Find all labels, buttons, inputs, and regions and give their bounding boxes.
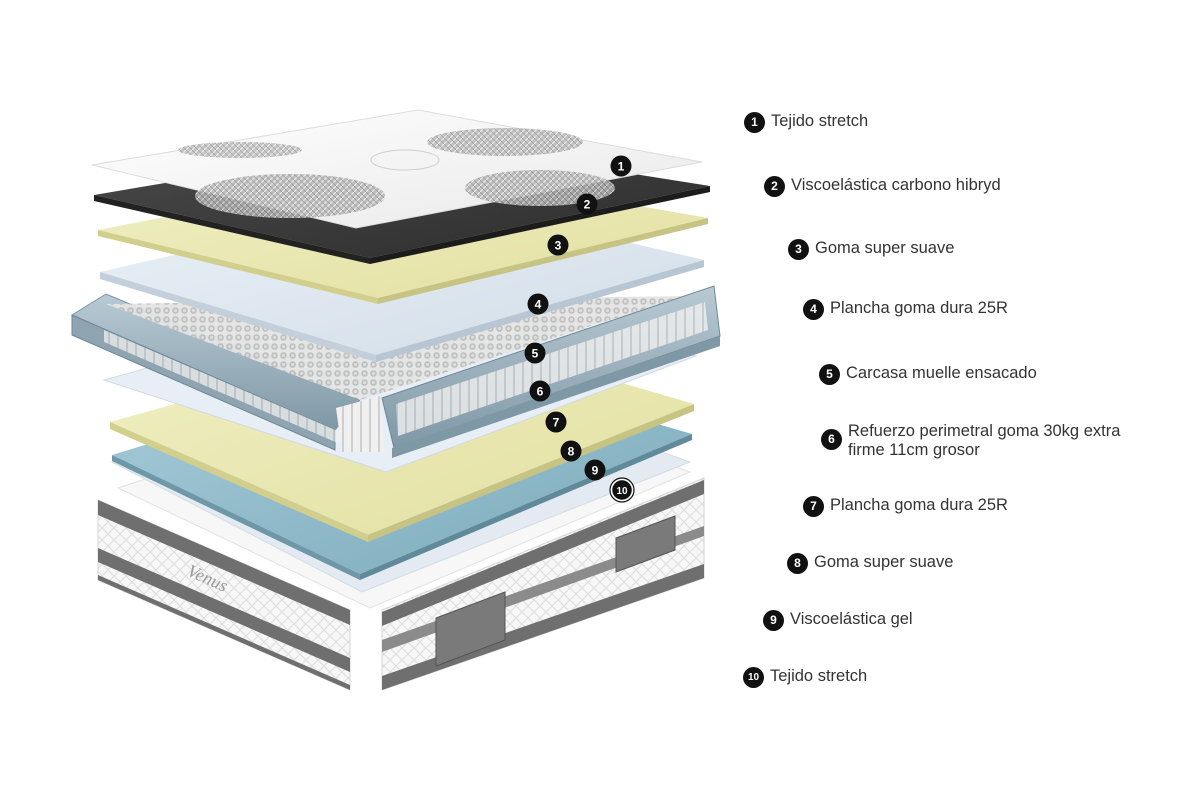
legend-label-8: Goma super suave bbox=[814, 553, 954, 571]
marker-8: 8 bbox=[560, 440, 582, 462]
legend-label-10: Tejido stretch bbox=[770, 667, 868, 685]
marker-5: 5 bbox=[524, 342, 546, 364]
legend-item-2: 2 Viscoelástica carbono hibryd bbox=[764, 176, 1001, 197]
marker-1: 1 bbox=[610, 155, 632, 177]
svg-text:7: 7 bbox=[553, 416, 560, 430]
svg-text:6: 6 bbox=[537, 385, 544, 399]
svg-text:4: 4 bbox=[535, 298, 542, 312]
legend-number-8: 8 bbox=[787, 553, 808, 574]
svg-text:5: 5 bbox=[532, 347, 539, 361]
svg-text:1: 1 bbox=[618, 160, 625, 174]
legend-item-10: 10 Tejido stretch bbox=[743, 667, 867, 688]
legend-label-6: Refuerzo perimetral goma 30kg extra firm… bbox=[848, 422, 1121, 459]
svg-text:8: 8 bbox=[568, 445, 575, 459]
legend-number-3: 3 bbox=[788, 239, 809, 260]
diagram-markers: 1 2 3 4 5 6 7 8 9 10 bbox=[524, 155, 635, 503]
legend-item-9: 9 Viscoelástica gel bbox=[763, 610, 913, 631]
legend-item-4: 4 Plancha goma dura 25R bbox=[803, 299, 1008, 320]
marker-7: 7 bbox=[545, 411, 567, 433]
legend-label-4: Plancha goma dura 25R bbox=[830, 299, 1008, 317]
legend-number-10: 10 bbox=[743, 667, 764, 688]
legend-item-7: 7 Plancha goma dura 25R bbox=[803, 496, 1008, 517]
svg-text:9: 9 bbox=[592, 464, 599, 478]
legend-item-1: 1 Tejido stretch bbox=[744, 112, 868, 133]
legend-number-5: 5 bbox=[819, 364, 840, 385]
legend-number-6: 6 bbox=[821, 429, 842, 450]
legend-label-5: Carcasa muelle ensacado bbox=[846, 364, 1037, 382]
legend-number-7: 7 bbox=[803, 496, 824, 517]
svg-text:10: 10 bbox=[616, 486, 628, 497]
layer-1-shape bbox=[91, 109, 703, 229]
svg-text:2: 2 bbox=[584, 198, 591, 212]
marker-6: 6 bbox=[529, 380, 551, 402]
marker-2: 2 bbox=[576, 193, 598, 215]
marker-3: 3 bbox=[547, 234, 569, 256]
marker-10: 10 bbox=[609, 477, 635, 503]
legend-number-9: 9 bbox=[763, 610, 784, 631]
svg-text:3: 3 bbox=[555, 239, 562, 253]
legend-number-1: 1 bbox=[744, 112, 765, 133]
legend-label-1: Tejido stretch bbox=[771, 112, 869, 130]
mattress-base: Venus bbox=[97, 477, 705, 691]
legend-label-2: Viscoelástica carbono hibryd bbox=[791, 176, 1001, 194]
legend-number-4: 4 bbox=[803, 299, 824, 320]
legend-item-8: 8 Goma super suave bbox=[787, 553, 953, 574]
marker-4: 4 bbox=[527, 293, 549, 315]
legend-label-9: Viscoelástica gel bbox=[790, 610, 913, 628]
legend-number-2: 2 bbox=[764, 176, 785, 197]
legend-item-3: 3 Goma super suave bbox=[788, 239, 954, 260]
legend-item-6: 6 Refuerzo perimetral goma 30kg extra fi… bbox=[821, 422, 1151, 460]
marker-9: 9 bbox=[584, 459, 606, 481]
legend-label-7: Plancha goma dura 25R bbox=[830, 496, 1008, 514]
legend-item-5: 5 Carcasa muelle ensacado bbox=[819, 364, 1037, 385]
legend-label-3: Goma super suave bbox=[815, 239, 955, 257]
